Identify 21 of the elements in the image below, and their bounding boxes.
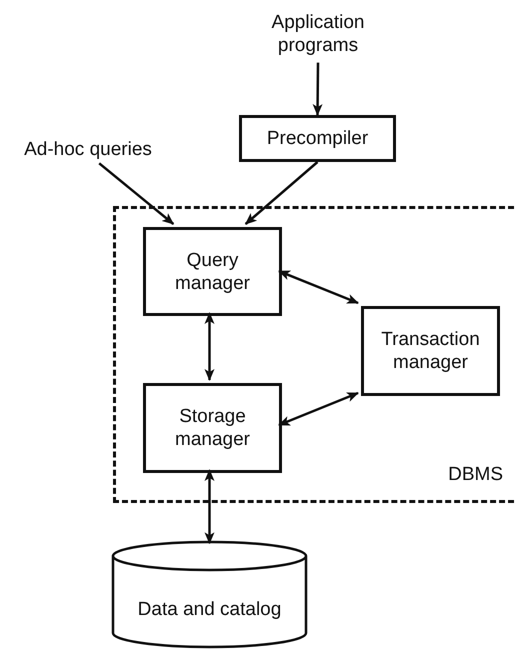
system-boundary xyxy=(113,206,517,503)
node-label: Transaction manager xyxy=(380,328,481,374)
input-label: Application programs xyxy=(270,11,366,57)
system-label: DBMS xyxy=(448,463,503,486)
node-label: Storage manager xyxy=(174,405,251,451)
arrow xyxy=(204,312,214,381)
arrow xyxy=(278,270,359,304)
node-label: Data and catalog xyxy=(138,598,282,621)
process-box xyxy=(143,383,282,473)
process-box xyxy=(361,306,500,396)
node-label: Precompiler xyxy=(266,127,368,150)
process-box xyxy=(143,227,282,316)
arrow xyxy=(204,469,214,544)
arrow xyxy=(98,162,174,225)
arrow xyxy=(312,62,323,116)
node-label: Query manager xyxy=(174,248,251,294)
arrow xyxy=(278,392,359,426)
database-cylinder xyxy=(111,540,308,649)
input-label: Ad-hoc queries xyxy=(24,138,152,160)
process-box xyxy=(239,115,396,162)
arrow xyxy=(244,161,318,225)
